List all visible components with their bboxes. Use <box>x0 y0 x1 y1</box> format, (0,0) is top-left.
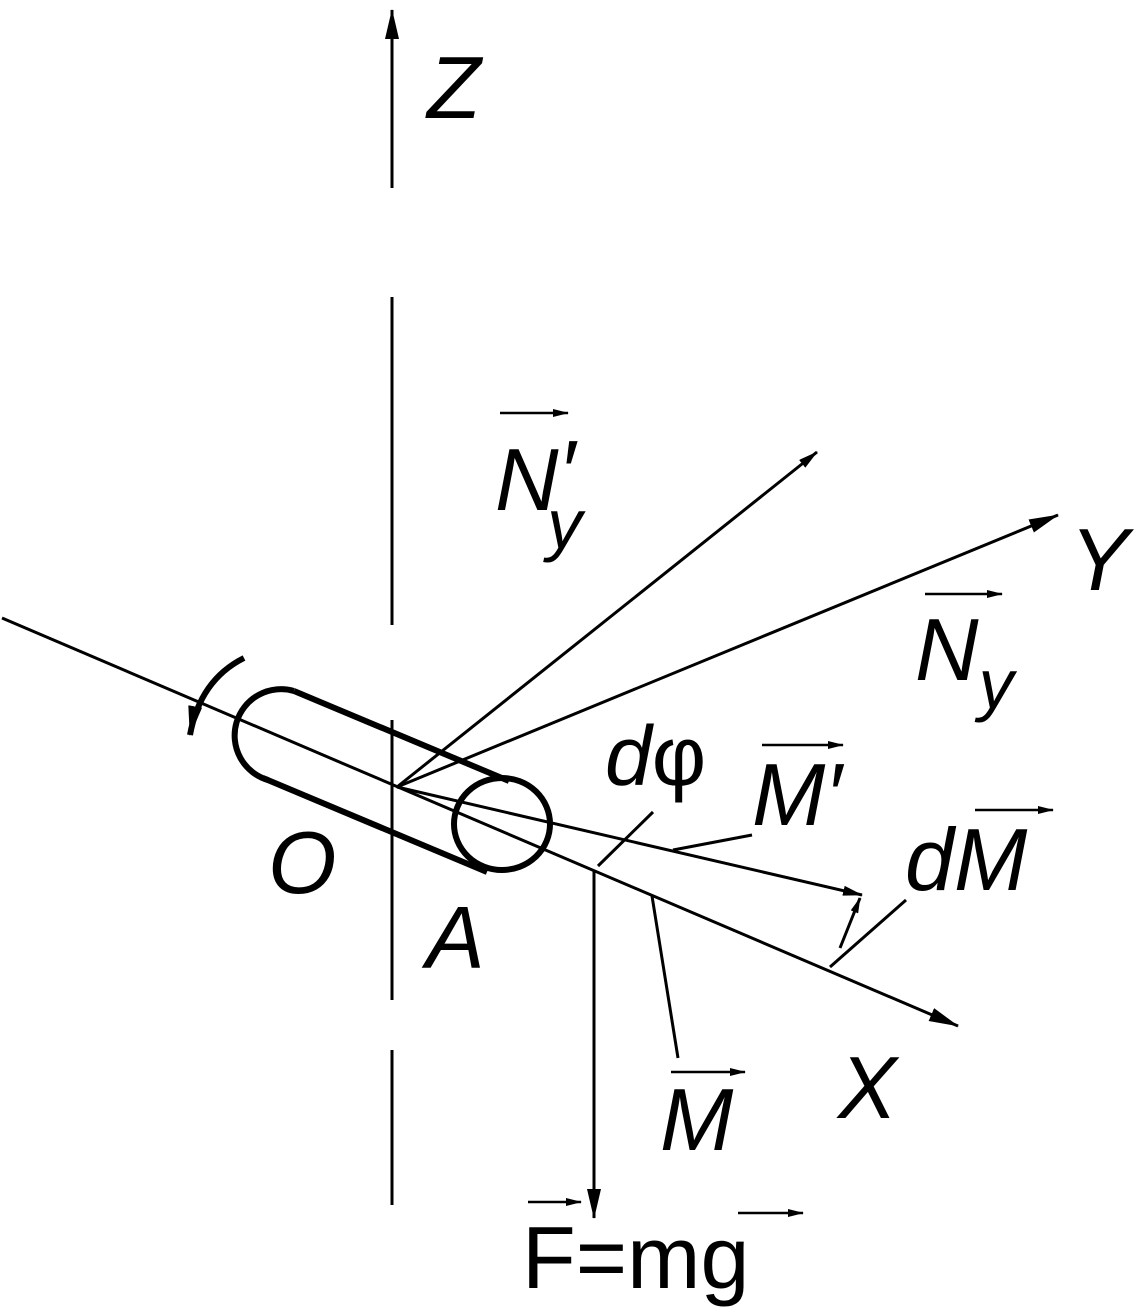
gravity-force-label: F=mg <box>522 1208 749 1307</box>
gyroscope-rotor <box>231 686 553 875</box>
x-axis <box>1 616 959 1028</box>
dm-label: dM <box>905 810 1028 909</box>
leader-lines <box>596 810 907 1059</box>
m-label: M <box>660 1070 734 1169</box>
rotor-top-edge <box>292 688 511 784</box>
dphi-leader <box>596 810 655 868</box>
z-axis-label: Z <box>425 38 484 137</box>
n-y-label: Ny <box>915 600 1018 723</box>
rotation-direction-arrow <box>187 655 246 736</box>
y-axis-label: Y <box>1070 510 1134 609</box>
vector-overbars <box>500 409 1054 1217</box>
origin-label: O <box>268 813 336 912</box>
dphi-angle-label: dφ <box>605 709 706 803</box>
n-y-prime-vector <box>396 450 818 789</box>
m-prime-label: M′ <box>752 745 844 844</box>
y-axis <box>396 513 1059 789</box>
rotor-back-cap <box>231 686 295 783</box>
rotor-front-face <box>451 775 553 873</box>
dm-leader <box>829 898 907 969</box>
m-leader <box>650 895 680 1059</box>
rotor-bottom-edge <box>261 775 489 875</box>
m-prime-leader <box>672 833 753 852</box>
n-y-prime-label: N′y <box>495 422 586 563</box>
m-prime-vector <box>396 785 863 897</box>
dm-vector <box>838 897 862 949</box>
x-axis-label: X <box>836 1038 900 1137</box>
point-a-label: A <box>421 888 485 987</box>
